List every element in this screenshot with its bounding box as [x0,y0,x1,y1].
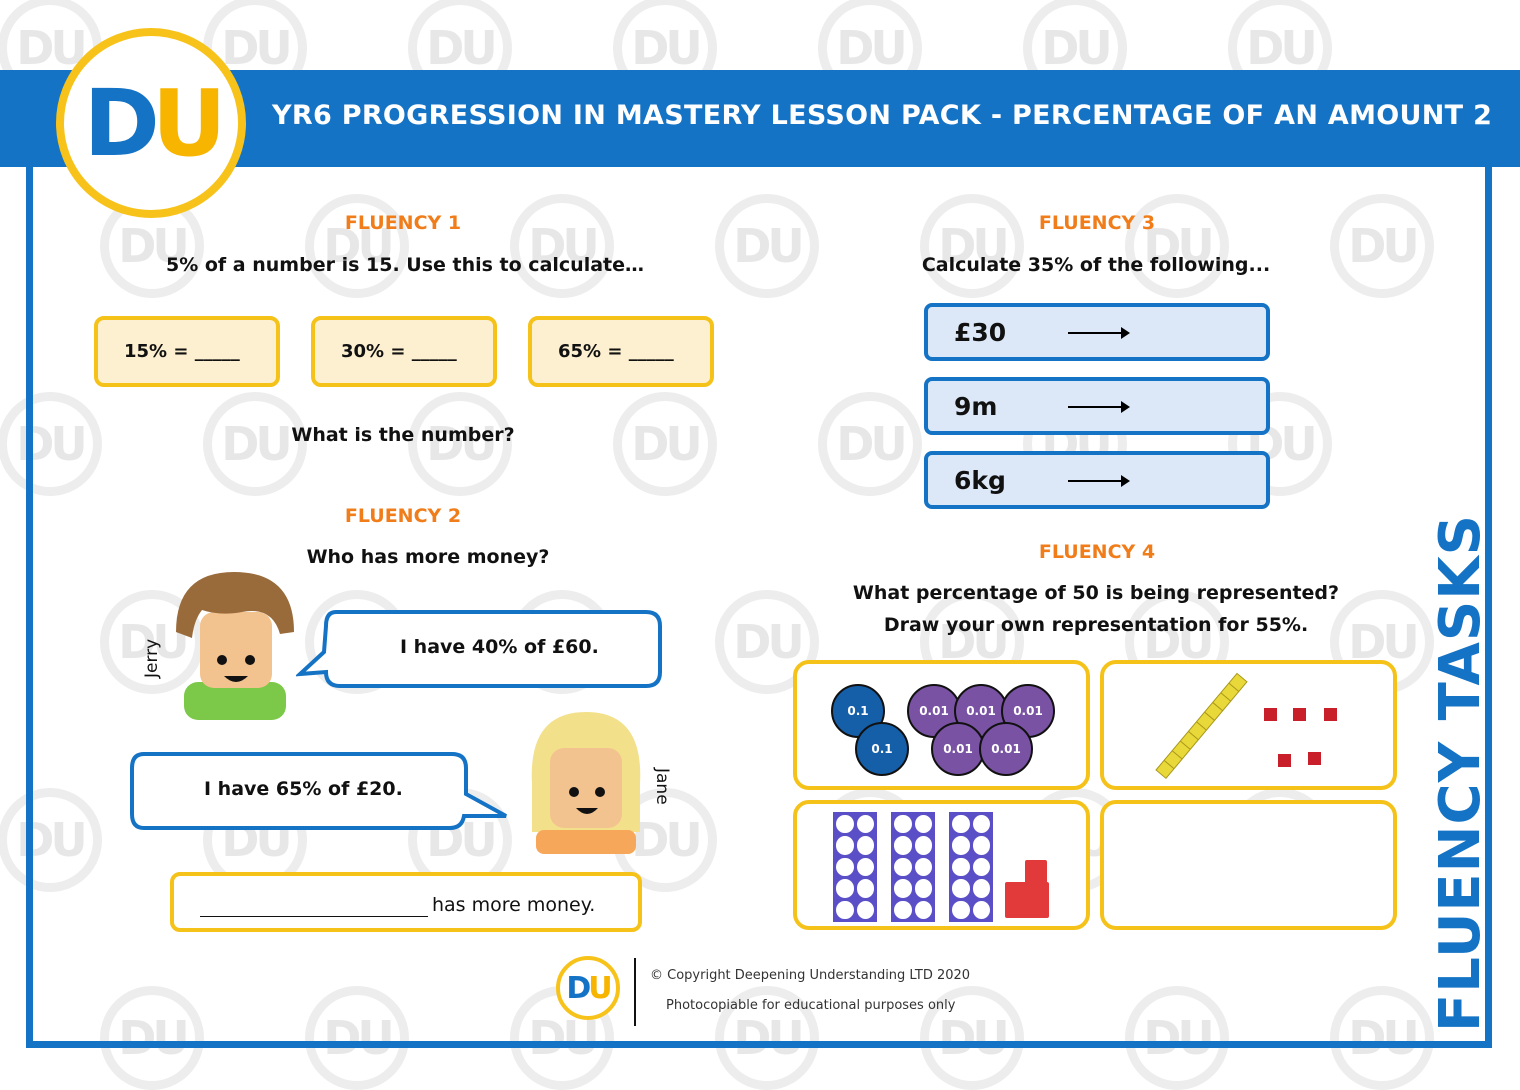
counter-hundredth: 0.01 [979,722,1033,776]
arrow-icon [1068,327,1130,339]
fluency4-panel-base-ten [1100,660,1397,790]
red-frame-icon [1025,860,1047,886]
header-bar [0,70,1520,167]
fluency1-question: 5% of a number is 15. Use this to calcul… [166,254,644,276]
fluency4-panel-counters: 0.1 0.1 0.01 0.01 0.01 0.01 0.01 [793,660,1090,790]
ten-rod-icon [1155,672,1248,780]
page-title: YR6 PROGRESSION IN MASTERY LESSON PACK -… [272,100,1493,131]
counter-tenth: 0.1 [855,722,909,776]
page-frame [26,160,1492,1048]
fluency2-question: Who has more money? [306,546,550,568]
arrow-icon [1068,475,1130,487]
jane-speech: I have 65% of £20. [204,778,403,800]
jane-avatar [531,712,641,854]
fluency2-answer-box[interactable]: has more money. [170,872,642,932]
footer-logo: DU [556,956,620,1020]
answer-blank-line [200,916,428,917]
fluency3-question: Calculate 35% of the following... [921,254,1271,276]
footer-copyright: © Copyright Deepening Understanding LTD … [650,968,971,983]
red-frame-icon [1005,882,1049,918]
tens-frame-icon [833,812,877,922]
du-logo: DU [56,28,246,218]
fluency4-question-1: What percentage of 50 is being represent… [852,582,1340,604]
fluency1-heading: FLUENCY 1 [344,212,462,234]
tens-frame-icon [949,812,993,922]
fluency4-heading: FLUENCY 4 [1038,541,1156,563]
jane-name: Jane [652,768,672,805]
fluency1-box-65[interactable]: 65% = _____ [528,316,714,387]
jerry-avatar [176,572,294,720]
jerry-speech-bubble: I have 40% of £60. [296,608,666,690]
fluency1-box-30[interactable]: 30% = _____ [311,316,497,387]
fluency4-panel-empty[interactable] [1100,800,1397,930]
fluency3-heading: FLUENCY 3 [1038,212,1156,234]
answer-suffix: has more money. [432,894,596,916]
fluency-tasks-label: FLUENCY TASKS [1428,514,1493,1032]
jerry-name: Jerry [142,638,162,678]
tens-frame-icon [891,812,935,922]
fluency4-panel-frames [793,800,1090,930]
footer-note: Photocopiable for educational purposes o… [666,998,956,1013]
fluency4-question-2: Draw your own representation for 55%. [883,614,1309,636]
jerry-speech: I have 40% of £60. [400,636,599,658]
fluency2-heading: FLUENCY 2 [344,505,462,527]
fluency3-item-6kg[interactable]: 6kg [924,451,1270,509]
fluency1-followup: What is the number? [291,424,515,446]
counter-hundredth: 0.01 [931,722,985,776]
unit-cubes-icon [1264,708,1337,767]
fluency3-item-30[interactable]: £30 [924,303,1270,361]
jane-speech-bubble: I have 65% of £20. [128,750,512,832]
footer-divider [634,958,636,1026]
fluency1-box-15[interactable]: 15% = _____ [94,316,280,387]
arrow-icon [1068,401,1130,413]
fluency3-item-9m[interactable]: 9m [924,377,1270,435]
